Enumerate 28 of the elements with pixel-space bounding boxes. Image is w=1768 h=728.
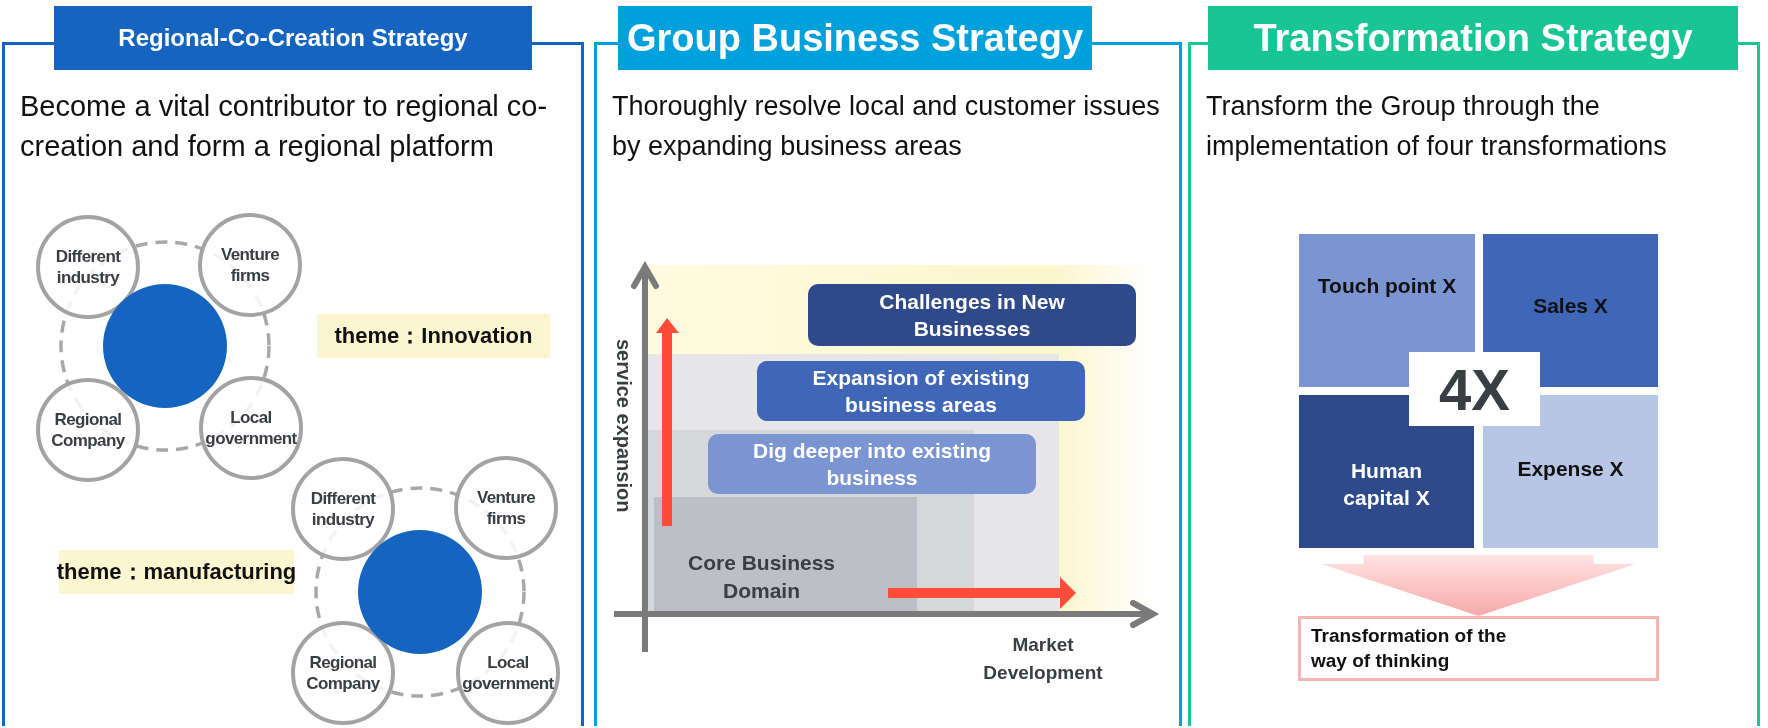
heading-tab: Group Business Strategy	[618, 6, 1092, 70]
circle-node: Local government	[456, 621, 560, 725]
panel-description: Become a vital contributor to regional co-creation and form a regional platform	[20, 89, 549, 164]
center-tag: 4X	[1409, 352, 1540, 426]
circle-node: Venture firms	[198, 213, 302, 317]
result-box: Transformation of the way of thinking	[1298, 616, 1659, 681]
panel-description: Transform the Group through the implementation of four transformations	[1206, 90, 1668, 163]
circle-node: Venture firms	[454, 456, 558, 560]
strategy-bar: Challenges in New Businesses	[808, 284, 1136, 346]
axis-label: Market Development	[982, 633, 1104, 685]
panel-description: Thoroughly resolve local and customer issues by expanding business areas	[612, 90, 1161, 163]
panel-frame	[1188, 6, 1760, 726]
theme-tag: theme：manufacturing	[59, 550, 294, 594]
strategy-bar: Expansion of existing business areas	[757, 361, 1085, 421]
circle-node: Different industry	[36, 215, 140, 319]
block-arrow	[1321, 555, 1636, 616]
theme-tag: theme：Innovation	[317, 314, 550, 358]
heading-tab: Transformation Strategy	[1208, 6, 1738, 70]
circle-node: Different industry	[291, 457, 395, 561]
panel-frame	[594, 6, 1182, 726]
panel-frame	[2, 6, 584, 726]
circle-node: Regional Company	[291, 621, 395, 725]
heading-tab: Regional-Co-Creation Strategy	[54, 6, 532, 70]
axis-label: service expansion	[612, 339, 635, 513]
strategy-bar: Dig deeper into existing business	[708, 434, 1036, 494]
circle-node: Regional Company	[36, 378, 140, 482]
core-domain-area: Core Business Domain	[654, 497, 917, 611]
circle-node: Local government	[199, 376, 303, 480]
